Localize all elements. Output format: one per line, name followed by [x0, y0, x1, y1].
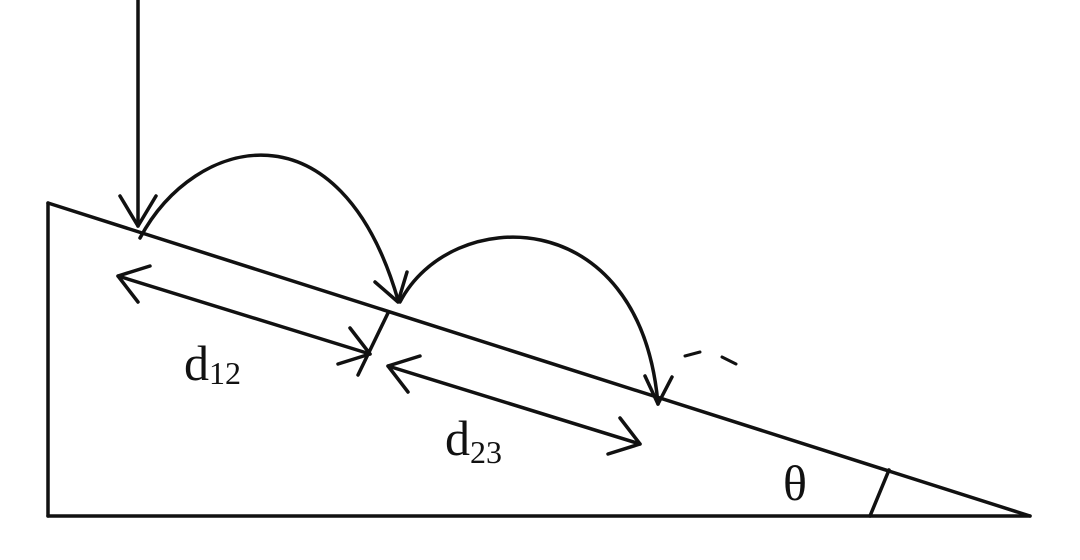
incline-triangle [46, 201, 1032, 518]
bounce-arc-1-head [373, 270, 409, 304]
label-d12: d12 [184, 335, 241, 391]
distance-arrow-d23-head-left [386, 354, 422, 394]
distance-arrow-d12-head-left [116, 264, 152, 304]
impact-tick [356, 311, 390, 377]
continuation-dashes [683, 350, 738, 366]
falling-arrow-head [118, 194, 158, 228]
incline-slope [46, 201, 1032, 518]
bounce-arc-2-head [643, 374, 674, 406]
dash-1 [683, 350, 702, 358]
label-d12-main: d [184, 335, 209, 391]
distance-arrow-d12-shaft [116, 274, 372, 356]
label-d23-main: d [445, 410, 470, 466]
label-d12-sub: 12 [209, 355, 241, 391]
label-d23-sub: 23 [470, 434, 502, 470]
distance-arrow-d23-head-right [606, 416, 642, 456]
distance-arrow-d12 [116, 264, 372, 366]
angle-arc [868, 468, 891, 518]
bounce-arc-2 [398, 235, 674, 406]
dash-2 [720, 355, 738, 366]
distance-arrow-d23 [386, 354, 642, 456]
falling-arrow [118, 0, 158, 228]
distance-arrow-d23-shaft [386, 364, 642, 446]
bounce-arc-1 [138, 153, 409, 304]
distance-arrow-d12-head-right [336, 326, 372, 366]
bounce-arc-2-curve [398, 235, 660, 406]
label-d23: d23 [445, 410, 502, 470]
bounce-arc-1-curve [138, 153, 400, 302]
label-theta: θ [783, 455, 807, 511]
